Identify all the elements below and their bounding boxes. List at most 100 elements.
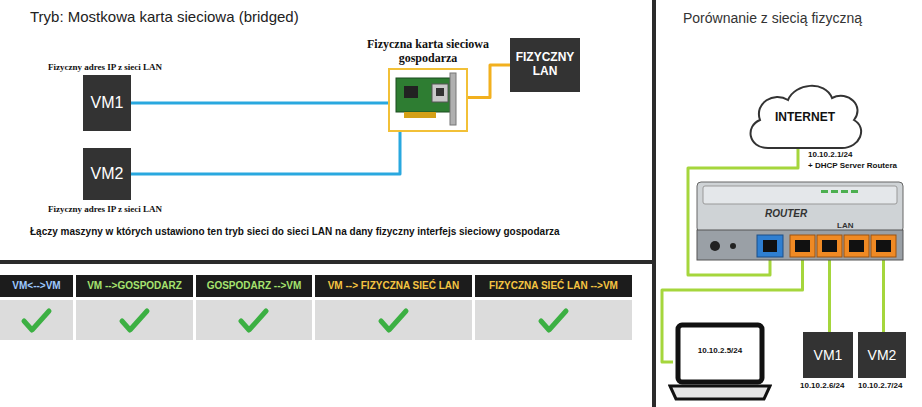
laptop-picture	[668, 322, 772, 402]
ip-note: Fizyczny adres IP z sieci LAN	[48, 204, 218, 215]
label-slot: + DHCP Server Routera	[808, 161, 918, 171]
router-front	[697, 230, 903, 260]
table-header: FIZYCZNA SIEĆ LAN -->VM	[489, 280, 618, 292]
label-slot: VM -->GOSPODARZ	[76, 275, 193, 297]
node-label: ROUTER	[765, 208, 807, 220]
panel-divider	[652, 0, 656, 407]
chip	[404, 86, 418, 98]
ip-note: Fizyczny adres IP z sieci LAN	[48, 62, 218, 73]
table-header: GOSPODARZ -->VM	[207, 280, 302, 292]
bracket	[450, 73, 456, 125]
port-hole	[849, 240, 864, 252]
nic-picture	[390, 70, 466, 130]
network-cable	[828, 257, 831, 332]
label-slot: Fizyczny adres IP z sieci LAN	[48, 204, 218, 215]
vm-box: VM1	[803, 332, 853, 378]
header-cell	[76, 275, 193, 297]
lan-port	[844, 235, 869, 257]
status-led	[851, 190, 858, 193]
label-slot: 10.10.2.1/24	[808, 150, 918, 160]
port-hole	[795, 240, 810, 252]
node-sublabel: LAN	[837, 221, 853, 231]
node-label: Fizyczna karta sieciowa gospodarza	[353, 38, 503, 66]
panel-title: Tryb: Mostkowa karta sieciowa (bridged)	[30, 8, 430, 25]
network-cable	[131, 132, 400, 174]
status-led	[841, 190, 848, 193]
router-body	[697, 182, 903, 232]
check-mark	[541, 311, 566, 330]
mode-description: Łączy maszyny w których ustawiono ten tr…	[30, 226, 645, 238]
label-slot: VM --> FIZYCZNA SIEĆ LAN	[315, 275, 472, 297]
label-slot: VM<-->VM	[0, 275, 73, 297]
label-slot: Porównanie z siecią fizyczną	[683, 10, 913, 27]
port-hole	[876, 240, 891, 252]
node-label: INTERNET	[742, 110, 868, 124]
label-slot: GOSPODARZ -->VM	[196, 275, 312, 297]
port-hole	[763, 240, 777, 252]
lan-port	[790, 235, 815, 257]
panel-divider	[0, 260, 652, 264]
node-label: VM1	[91, 94, 124, 112]
vm-box: VM2	[858, 332, 906, 378]
check-mark	[122, 311, 147, 330]
network-cable	[131, 102, 388, 105]
check-cell	[76, 300, 193, 340]
port-hole	[436, 88, 444, 96]
router-picture	[695, 180, 905, 262]
header-cell	[196, 275, 312, 297]
header-cell	[315, 275, 472, 297]
status-led	[831, 190, 838, 193]
table-header: VM -->GOSPODARZ	[87, 280, 182, 292]
node-label: VM2	[91, 165, 124, 183]
dhcp-note: + DHCP Server Routera	[808, 161, 918, 171]
nic-node: Fizyczna karta sieciowa gospodarza	[353, 38, 503, 132]
reset-button	[730, 243, 736, 249]
router-top	[703, 186, 897, 204]
lan-port	[817, 235, 842, 257]
pcb	[396, 78, 450, 112]
node-label: VM2	[868, 347, 897, 363]
node-label: FIZYCZNY LAN	[513, 51, 577, 79]
ip-address: 10.10.2.6/24	[800, 381, 856, 391]
router: ROUTER LAN	[695, 180, 905, 262]
check-mark	[24, 311, 49, 330]
ethernet-port	[432, 84, 448, 102]
label-slot: Fizyczny adres IP z sieci LAN	[48, 62, 218, 73]
ip-address: 10.10.2.1/24	[808, 150, 918, 160]
nic-frame	[388, 68, 468, 132]
check-cell	[0, 300, 73, 340]
label-slot: 10.10.2.6/24	[800, 381, 856, 391]
status-led	[821, 190, 828, 193]
label-slot: 10.10.2.7/24	[858, 381, 914, 391]
internet-cloud: INTERNET	[742, 78, 868, 154]
node-label: VM1	[814, 347, 843, 363]
lan-box: FIZYCZNY LAN	[510, 38, 580, 92]
gold-fingers	[404, 112, 436, 118]
title-slot: Tryb: Mostkowa karta sieciowa (bridged)	[30, 8, 430, 25]
ip-address: 10.10.2.7/24	[858, 381, 914, 391]
vm-box: VM1	[83, 75, 131, 131]
check-cell	[196, 300, 312, 340]
power-jack	[710, 241, 720, 251]
header-cell	[475, 275, 632, 297]
header-cell	[0, 275, 73, 297]
port-hole	[822, 240, 837, 252]
label-slot: Łączy maszyny w których ustawiono ten tr…	[30, 226, 645, 238]
table-header: VM --> FIZYCZNA SIEĆ LAN	[328, 280, 460, 292]
lan-port	[871, 235, 896, 257]
check-mark	[381, 311, 406, 330]
check-cell	[315, 300, 472, 340]
network-cable	[882, 257, 885, 332]
check-mark	[241, 311, 266, 330]
laptop: 10.10.2.5/24	[668, 322, 772, 402]
check-cell	[475, 300, 632, 340]
vm-box: VM2	[83, 148, 131, 200]
table-header: VM<-->VM	[12, 280, 60, 292]
node-label: 10.10.2.5/24	[668, 346, 772, 355]
network-cable	[468, 65, 510, 98]
label-slot: FIZYCZNA SIEĆ LAN -->VM	[475, 275, 632, 297]
wan-port	[757, 235, 783, 257]
laptop-base	[670, 386, 770, 399]
